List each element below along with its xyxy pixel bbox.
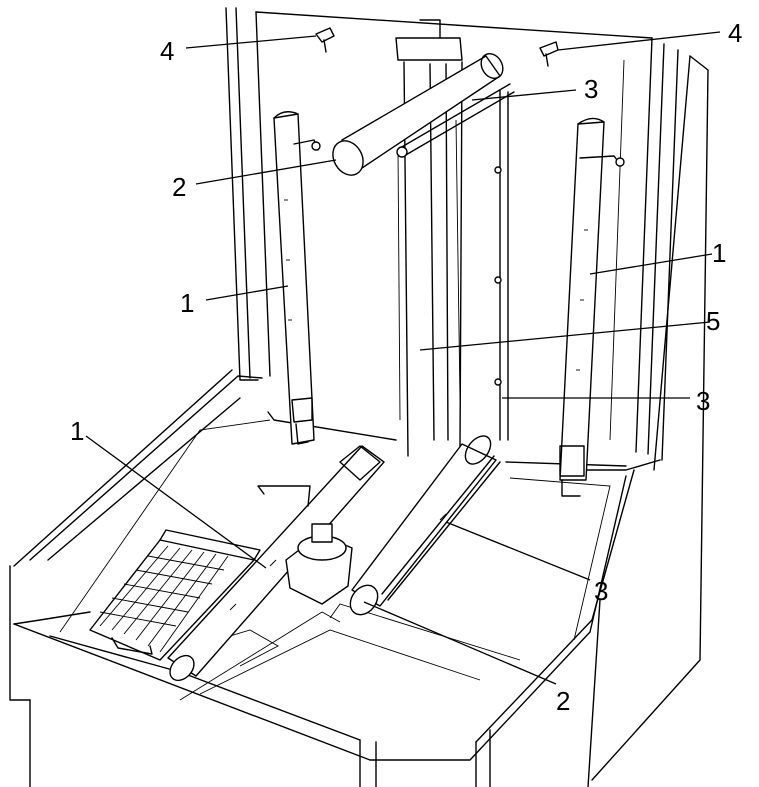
callouts: 4 4 3 2 1 1 5 3 1 3 2 [70, 18, 742, 716]
callout-1-bottom: 1 [70, 416, 84, 446]
callout-3-bottom: 3 [594, 576, 608, 606]
top-cylinder [332, 52, 515, 176]
callout-2-bottom: 2 [556, 686, 570, 716]
scale-tube-left [273, 111, 321, 445]
callout-4-left: 4 [160, 36, 174, 66]
vertical-rod-right [494, 89, 509, 441]
callout-1-right: 1 [712, 238, 726, 268]
valve-block [257, 485, 353, 605]
scale-tube-right [559, 117, 625, 497]
scale-tube-bottom [167, 445, 385, 682]
bottom-cylinder [349, 435, 501, 616]
callout-2-top: 2 [172, 172, 186, 202]
callout-1-left: 1 [180, 288, 194, 318]
callout-5: 5 [706, 306, 720, 336]
wall-bracket-right [539, 41, 559, 67]
callout-4-right: 4 [728, 18, 742, 48]
central-column [395, 19, 463, 457]
wall-bracket-left [315, 27, 335, 53]
callout-3-mid: 3 [696, 386, 710, 416]
leader-lines [85, 31, 721, 685]
callout-3-top: 3 [584, 74, 598, 104]
